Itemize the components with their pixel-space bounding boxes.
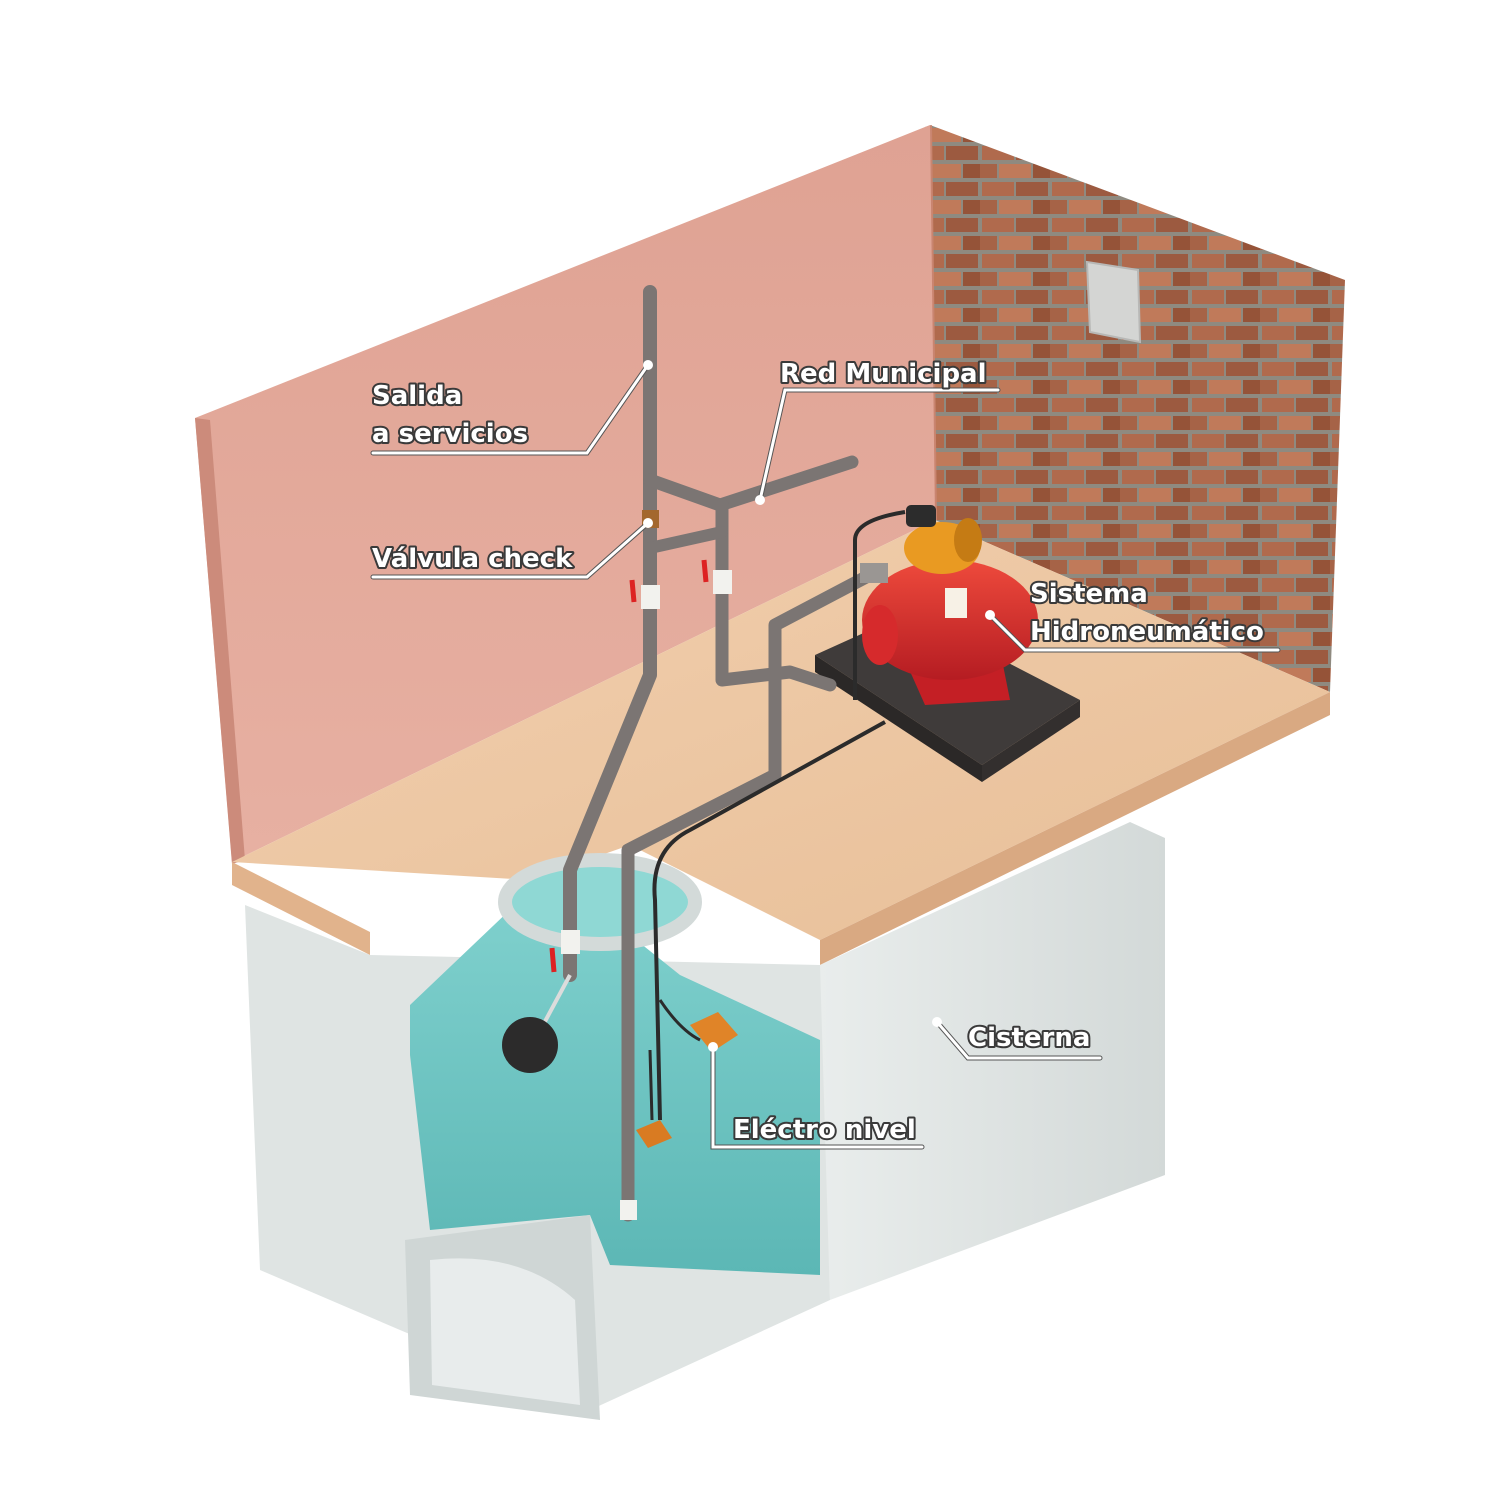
dot-cisterna [932,1017,942,1027]
leader-valvula-w [371,521,650,579]
leader-cisterna-w [935,1020,1102,1060]
leader-salida-w [371,363,650,455]
dot-electro [708,1042,718,1052]
leader-red-w [758,388,1000,502]
pressure-switch [906,505,936,527]
level-float-cable [648,999,701,1121]
cistern-water [410,905,820,1275]
pump-motor-cap [954,518,982,562]
dot-valvula [643,518,653,528]
valve-handle-right [701,559,709,583]
tank-body [862,560,1038,680]
pump-connector [860,563,888,583]
cistern-shaft-arc [430,1258,580,1405]
label-cisterna: Cisterna [968,1023,1090,1053]
floor-front-edge-right [820,692,1330,965]
brick-wall [930,125,1345,692]
floor-front-edge [232,862,370,955]
valve-handle-left [629,579,637,603]
label-salida-line1: Salida [372,381,462,411]
foot-valve [620,1200,637,1220]
leader-dots [643,360,995,1052]
label-sistema-line2: Hidroneumático [1030,617,1264,647]
leader-lines [370,362,1281,1150]
leader-sistema-w [988,613,1280,652]
dot-sistema [985,610,995,620]
pump-discharge-pipe [621,568,877,1222]
dot-salida [643,360,653,370]
ball-valve-right [713,570,732,594]
ball-valve-cistern [561,930,580,954]
pipes [563,285,877,1222]
level-float-upper [690,1012,738,1052]
label-valvula-check: Válvula check [372,544,573,574]
back-wall [195,125,935,862]
label-red-municipal: Red Municipal [780,359,987,389]
cistern-manhole [498,853,702,951]
tank-flange [862,605,898,665]
level-float-lower [636,1120,672,1148]
crossover-pipe [644,526,728,554]
label-salida-line2: a servicios [372,419,528,449]
valve-handle-cistern [549,947,557,973]
ball-valve-left [641,585,660,609]
back-wall-edge [195,418,245,864]
dot-red [755,495,765,505]
tank-label-plate [945,588,967,618]
leader-electro-w [711,1045,924,1149]
electrical-box [1085,260,1142,344]
pump-pad-side-right [982,700,1080,782]
float-ball [502,1017,558,1073]
cistern-right-face [820,822,1165,1300]
level-switch-cable [652,510,906,1121]
label-electro-nivel: Eléctro nivel [733,1115,916,1145]
label-sistema-line1: Sistema [1030,579,1148,609]
hydropneumatic-unit [860,505,1038,705]
